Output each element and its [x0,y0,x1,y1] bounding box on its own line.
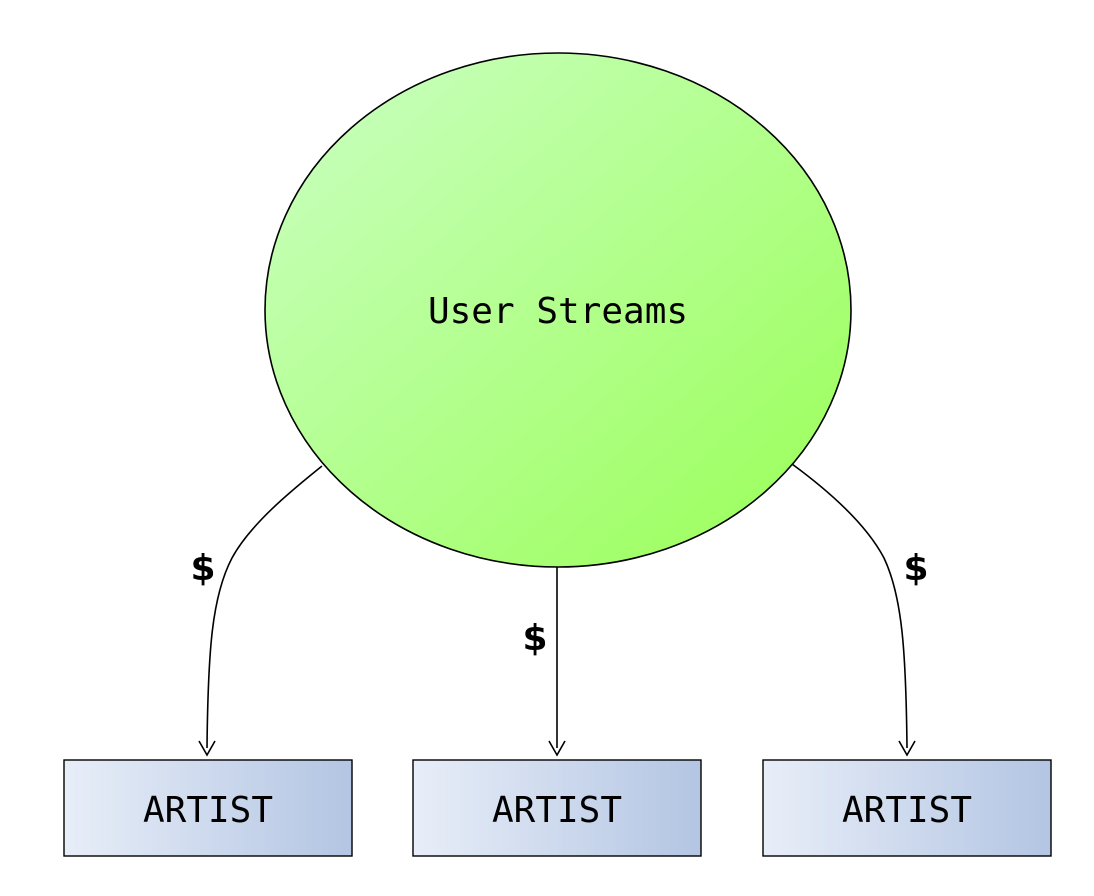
edge-label-right: $ [903,548,928,589]
target-box-3 [762,759,1052,857]
edges [198,463,916,757]
target-label-2: ARTIST [492,790,622,831]
arrowhead-left [198,740,216,757]
arrowhead-center [548,740,566,757]
edge-right [791,463,908,749]
target-box-1 [63,759,353,857]
target-node-1[interactable]: ARTIST [63,759,353,857]
source-label: User Streams [428,291,688,332]
source-node[interactable]: User Streams [264,52,852,568]
edge-label-left: $ [190,548,215,589]
edge-labels: $ $ $ [190,548,928,659]
edge-label-center: $ [522,618,547,659]
target-label-1: ARTIST [143,790,273,831]
target-box-2 [412,759,702,857]
arrowhead-right [898,740,916,757]
source-circle [264,52,852,568]
target-label-3: ARTIST [842,790,972,831]
edge-left [206,465,323,749]
target-node-2[interactable]: ARTIST [412,759,702,857]
target-node-3[interactable]: ARTIST [762,759,1052,857]
